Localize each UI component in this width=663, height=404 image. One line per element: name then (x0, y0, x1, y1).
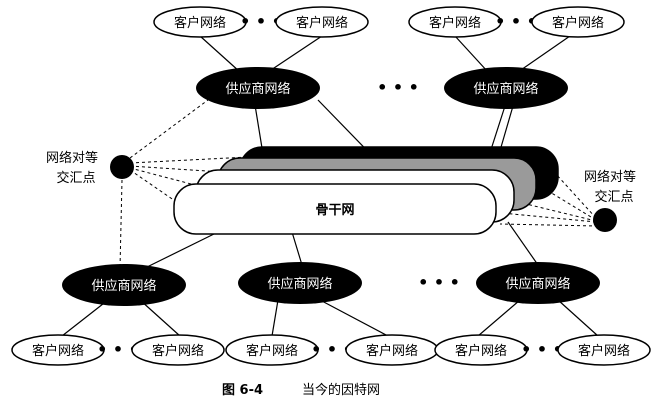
exchange-point-label-line1: 网络对等 (584, 169, 636, 185)
link-bsup-right-cust2 (557, 299, 599, 337)
customer-network-label: 客户网络 (552, 15, 604, 31)
peer-left-backbone-3 (129, 167, 196, 186)
customer-network-bottom-2: 客户网络 (131, 334, 225, 366)
customer-network-label: 客户网络 (578, 343, 630, 359)
customer-network-label: 客户网络 (366, 343, 418, 359)
customer-network-label: 客户网络 (296, 15, 348, 31)
link-tsup-left-backbone (254, 104, 263, 149)
ellipsis-bottom-2: • • • (311, 340, 353, 359)
peer-right-5 (499, 223, 599, 227)
customer-network-top-3: 客户网络 (408, 6, 502, 38)
customer-network-top-1: 客户网络 (153, 6, 247, 38)
exchange-point-node (593, 208, 617, 232)
supplier-network-top-2: 供应商网络 (444, 67, 568, 109)
ellipsis-top-right: • • • (495, 12, 537, 31)
customer-network-label: 客户网络 (32, 343, 84, 359)
peer-right-1 (554, 172, 597, 219)
ellipsis-bottom-1: • • • (97, 340, 139, 359)
exchange-point-node (110, 155, 134, 179)
link-bsup-left-cust2 (139, 299, 181, 337)
supplier-network-label: 供应商网络 (473, 81, 538, 97)
supplier-network-bottom-1: 供应商网络 (62, 264, 186, 306)
customer-network-bottom-3: 客户网络 (225, 334, 319, 366)
supplier-network-label: 供应商网络 (91, 278, 156, 294)
customer-network-top-4: 客户网络 (531, 6, 625, 38)
link-tsup-left-cust1 (199, 35, 241, 73)
backbone-layer-front (173, 183, 497, 235)
link-backbone-bsup-left (144, 231, 219, 269)
ellipsis-bottom-suppliers: • • • (418, 273, 460, 292)
peer-left-backbone-4 (129, 169, 179, 204)
peer-left-backbone-1 (129, 156, 249, 164)
supplier-network-top-1: 供应商网络 (196, 67, 320, 109)
link-backbone-bsup-mid (291, 231, 303, 266)
supplier-network-bottom-2: 供应商网络 (238, 262, 362, 304)
exchange-point-left: 网络对等 交汇点 (46, 150, 134, 186)
exchange-point-label-line2: 交汇点 (594, 189, 633, 205)
figure-caption-title: 当今的因特网 (302, 382, 380, 398)
link-bsup-mid-cust2 (319, 299, 389, 337)
supplier-network-label: 供应商网络 (505, 276, 570, 292)
supplier-network-bottom-3: 供应商网络 (476, 262, 600, 304)
exchange-point-label-line2: 交汇点 (56, 170, 95, 186)
peer-right-4 (501, 212, 597, 223)
ellipsis-top-left: • • • (240, 12, 282, 31)
link-bsup-right-cust1 (477, 299, 521, 337)
peering-links (119, 96, 599, 269)
figure-caption-number: 图 6-4 (222, 383, 263, 398)
link-backbone-bsup-right (507, 221, 539, 266)
supplier-network-label: 供应商网络 (267, 276, 332, 292)
link-bsup-mid-cust1 (271, 299, 279, 337)
peer-right-3 (517, 201, 597, 222)
customer-network-bottom-1: 客户网络 (11, 334, 105, 366)
peer-left-tsup (129, 96, 213, 159)
connectors (61, 35, 599, 337)
backbone: 骨干网 (173, 146, 559, 235)
customer-network-label: 客户网络 (455, 343, 507, 359)
customer-network-bottom-4: 客户网络 (345, 334, 439, 366)
backbone-label: 骨干网 (315, 203, 354, 218)
customer-network-bottom-6: 客户网络 (557, 334, 651, 366)
customer-network-top-2: 客户网络 (275, 6, 369, 38)
link-bsup-left-cust1 (61, 299, 109, 337)
customer-network-label: 客户网络 (174, 15, 226, 31)
customer-network-label: 客户网络 (246, 343, 298, 359)
ellipsis-top-suppliers: • • • (377, 78, 419, 97)
supplier-network-label: 供应商网络 (225, 81, 290, 97)
exchange-point-right: 网络对等 交汇点 (584, 169, 636, 232)
ellipsis-bottom-3: • • • (521, 340, 563, 359)
link-tsup-left-cust2 (267, 35, 323, 73)
peer-left-bsup (119, 179, 123, 269)
link-tsup-right-cust2 (517, 35, 571, 73)
customer-network-label: 客户网络 (152, 343, 204, 359)
customer-network-label: 客户网络 (429, 15, 481, 31)
exchange-point-label-line1: 网络对等 (46, 150, 98, 166)
customer-network-bottom-5: 客户网络 (434, 334, 528, 366)
link-tsup-right-cust1 (454, 35, 489, 73)
